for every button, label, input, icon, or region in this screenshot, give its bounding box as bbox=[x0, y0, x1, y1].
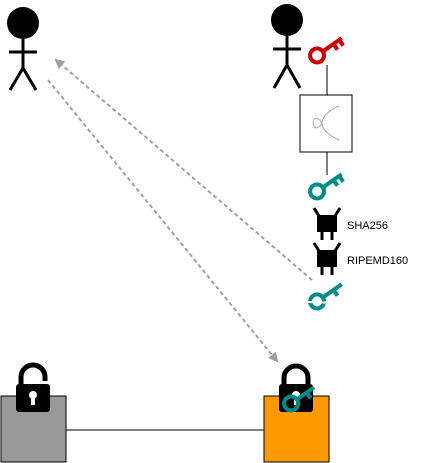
key-icon bbox=[308, 36, 345, 65]
stick-figure-icon bbox=[271, 4, 303, 89]
arrow-to-sender bbox=[54, 58, 313, 281]
hash-function-icon bbox=[312, 242, 342, 275]
ripemd160-label: RIPEMD160 bbox=[347, 255, 408, 267]
padlock-open-icon bbox=[16, 362, 50, 412]
key-icon bbox=[308, 172, 345, 201]
elliptic-curve-icon bbox=[299, 94, 353, 153]
broken-key-icon bbox=[282, 385, 316, 413]
stick-figure-icon bbox=[7, 7, 39, 91]
broken-key-icon bbox=[302, 282, 343, 311]
sha256-label: SHA256 bbox=[347, 220, 388, 232]
hash-function-icon bbox=[312, 207, 342, 240]
arrow-to-lock bbox=[47, 79, 279, 363]
